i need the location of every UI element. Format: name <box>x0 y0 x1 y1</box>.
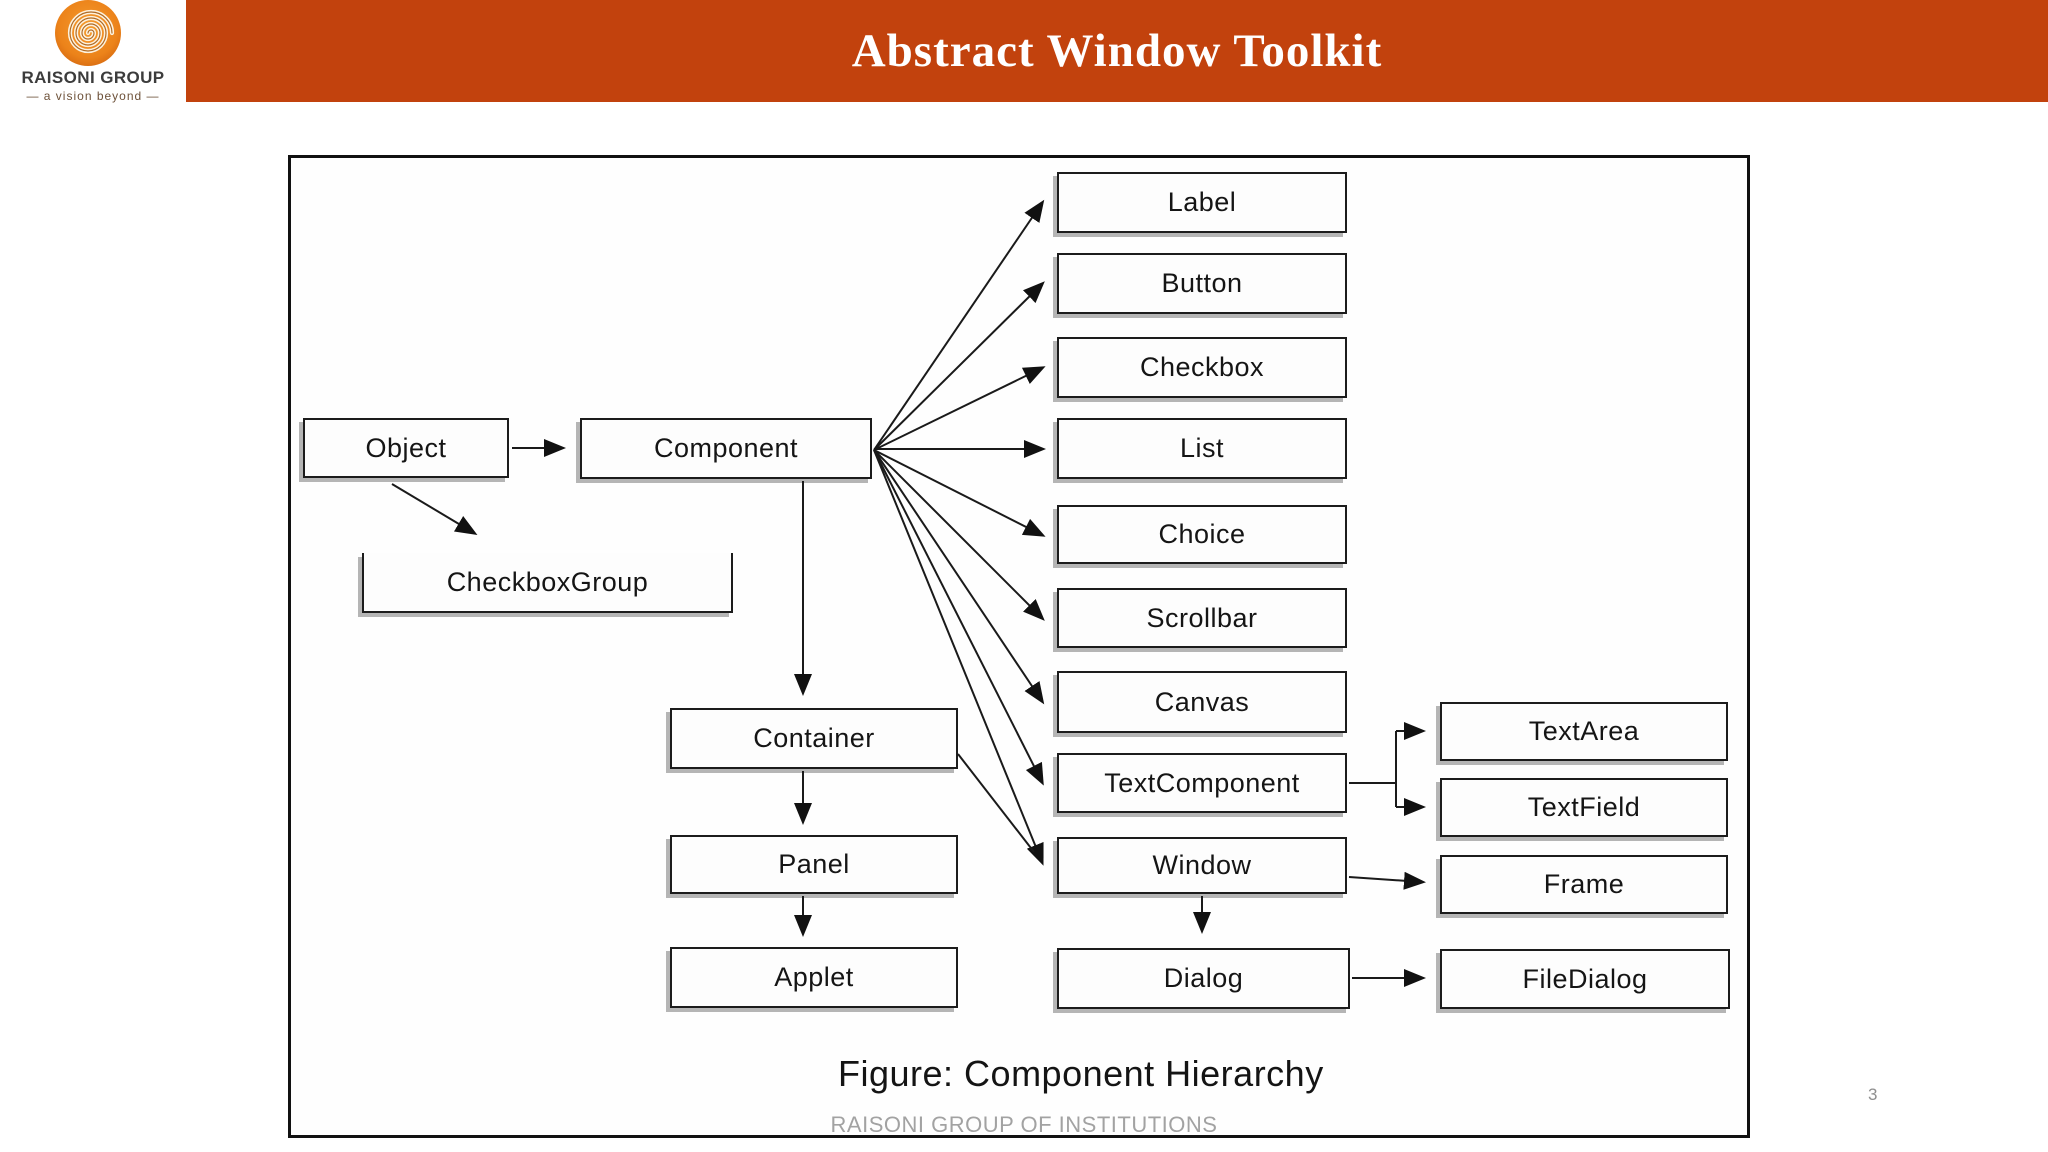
node-window: Window <box>1057 837 1347 894</box>
node-textfield: TextField <box>1440 778 1728 837</box>
node-textarea: TextArea <box>1440 702 1728 761</box>
raisoni-logo: RAISONI GROUP — a vision beyond — <box>0 0 186 118</box>
footer-text: RAISONI GROUP OF INSTITUTIONS <box>830 1112 1218 1137</box>
node-textcomponent: TextComponent <box>1057 753 1347 813</box>
header-bar: Abstract Window Toolkit <box>186 0 2048 102</box>
spiral-logo-icon <box>55 0 121 66</box>
node-filedialog: FileDialog <box>1440 949 1730 1009</box>
node-frame: Frame <box>1440 855 1728 914</box>
node-checkbox: Checkbox <box>1057 337 1347 398</box>
node-container: Container <box>670 708 958 769</box>
figure-caption: Figure: Component Hierarchy <box>838 1053 1324 1094</box>
node-button: Button <box>1057 253 1347 314</box>
page-number: 3 <box>1868 1085 1878 1104</box>
logo-tagline: — a vision beyond — <box>26 89 160 103</box>
node-object: Object <box>303 418 509 478</box>
node-applet: Applet <box>670 947 958 1008</box>
node-scrollbar: Scrollbar <box>1057 588 1347 648</box>
slide-title: Abstract Window Toolkit <box>851 25 1383 77</box>
node-canvas: Canvas <box>1057 671 1347 733</box>
node-component: Component <box>580 418 872 479</box>
node-dialog: Dialog <box>1057 948 1350 1009</box>
node-checkboxgroup: CheckboxGroup <box>362 553 733 613</box>
node-list: List <box>1057 418 1347 479</box>
node-panel: Panel <box>670 835 958 894</box>
node-choice: Choice <box>1057 505 1347 564</box>
node-label: Label <box>1057 172 1347 233</box>
logo-name: RAISONI GROUP <box>21 68 165 87</box>
